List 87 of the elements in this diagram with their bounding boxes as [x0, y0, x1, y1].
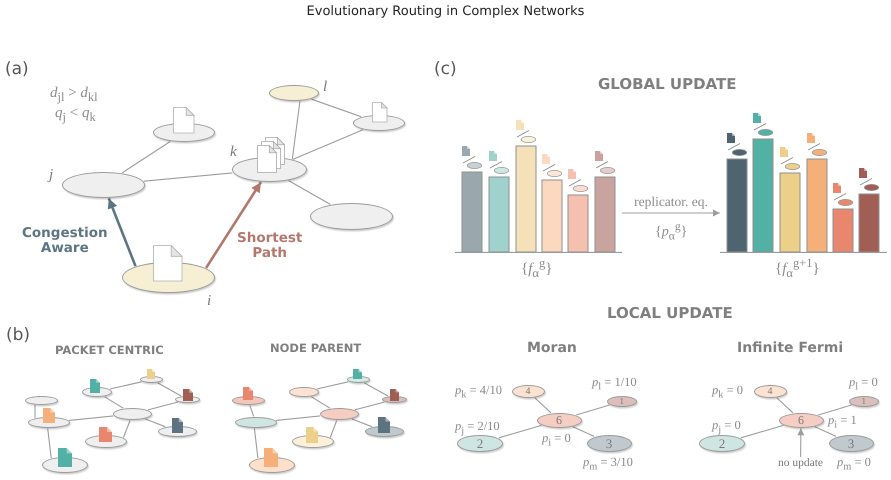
network-node — [310, 203, 393, 230]
panel-label: (a) — [5, 60, 29, 80]
connector-line — [292, 129, 364, 160]
connector-line — [814, 426, 836, 437]
network-node: 1 — [848, 396, 879, 407]
subheading: Moran — [527, 340, 577, 356]
connector-line — [364, 382, 388, 396]
connector-line — [292, 101, 300, 160]
connector-line — [311, 396, 330, 409]
connector-line — [330, 420, 338, 438]
network-node — [288, 387, 319, 397]
probability-label: p$_{l}$ = 0 — [849, 375, 878, 394]
network-node: 2 — [456, 434, 504, 452]
chart-caption: {f$_{α}$$^{g+1}$} — [775, 256, 820, 280]
edge-label: replicator. eq. — [634, 194, 708, 210]
formula: d$_{jl}$ > d$_{kl}$ — [50, 85, 98, 104]
node-label: k — [230, 144, 237, 162]
network-node — [62, 172, 145, 198]
connector-line — [122, 420, 131, 438]
connector-line — [47, 428, 52, 458]
subheading: PACKET CENTRIC — [55, 344, 164, 358]
network-node — [25, 396, 58, 405]
connector-line — [352, 418, 372, 428]
connector-line — [288, 180, 331, 205]
node-label: j — [49, 167, 54, 184]
network-node: 6 — [778, 412, 824, 428]
connector-line — [776, 398, 794, 414]
probability-label: p$_{m}$ = 0 — [837, 455, 871, 474]
connector-line — [576, 404, 610, 416]
network-node: 4 — [754, 385, 786, 398]
connector-line — [818, 404, 852, 416]
connector-line — [157, 382, 182, 396]
section-heading: LOCAL UPDATE — [607, 305, 733, 322]
annotation-text: no update — [778, 457, 824, 470]
network-node: 2 — [698, 434, 746, 452]
node-label: i — [207, 293, 212, 310]
network-node: 3 — [586, 434, 632, 452]
network-node: 1 — [606, 396, 637, 407]
edge-label: Shortest Path — [237, 231, 302, 261]
arrow — [797, 428, 804, 457]
probability-label: p$_{k}$ = 0 — [712, 383, 744, 402]
panel-label: (b) — [6, 326, 30, 346]
edge-label: Congestion Aware — [22, 226, 108, 256]
node-label: l — [323, 79, 328, 96]
probability-label: p$_{i}$ = 1 — [828, 413, 857, 432]
arrow — [205, 182, 262, 269]
connector-line — [110, 381, 142, 390]
probability-label: p$_{l}$ = 1/10 — [592, 375, 637, 394]
connector-line — [104, 396, 124, 409]
connector-line — [534, 398, 552, 414]
connector-line — [276, 415, 320, 421]
subheading: Infinite Fermi — [737, 340, 844, 356]
connector-line — [145, 418, 166, 428]
network-node — [113, 408, 152, 420]
connector-line — [69, 415, 114, 421]
section-heading: GLOBAL UPDATE — [598, 76, 736, 94]
probability-label: p$_{i}$ = 0 — [542, 431, 571, 450]
network-node — [234, 417, 277, 428]
probability-label: p$_{j}$ = 0 — [712, 418, 741, 436]
network-node: 4 — [512, 385, 544, 398]
probability-label: p$_{m}$ = 3/10 — [583, 455, 633, 474]
connector-line — [254, 428, 258, 458]
arrow — [622, 210, 720, 216]
figure-title: Evolutionary Routing in Complex Networks — [306, 5, 584, 20]
connector-line — [122, 141, 170, 174]
panel-label: (c) — [434, 60, 457, 80]
probability-label: p$_{k}$ = 4/10 — [455, 383, 502, 402]
connector-line — [144, 172, 232, 182]
connector-line — [34, 405, 36, 418]
connector-line — [249, 405, 254, 417]
network-node — [320, 408, 359, 420]
connector-line — [498, 424, 542, 438]
subheading: NODE PARENT — [270, 342, 362, 356]
probability-label: p$_{j}$ = 2/10 — [455, 419, 500, 438]
arrow — [108, 198, 137, 267]
connector-line — [311, 98, 362, 118]
connector-line — [572, 426, 594, 437]
formula: {p$_{α}$$^{g}$} — [655, 220, 688, 243]
network-node — [269, 85, 319, 101]
formula: q$_{j}$ < q$_{k}$ — [55, 105, 96, 124]
network-node: 3 — [828, 434, 874, 452]
chart-caption: {f$_{α}$$^{g}$} — [521, 256, 552, 280]
connector-line — [354, 402, 384, 410]
network-node: 6 — [536, 412, 582, 428]
connector-line — [316, 381, 348, 390]
connector-line — [148, 402, 178, 410]
connector-line — [740, 424, 784, 438]
